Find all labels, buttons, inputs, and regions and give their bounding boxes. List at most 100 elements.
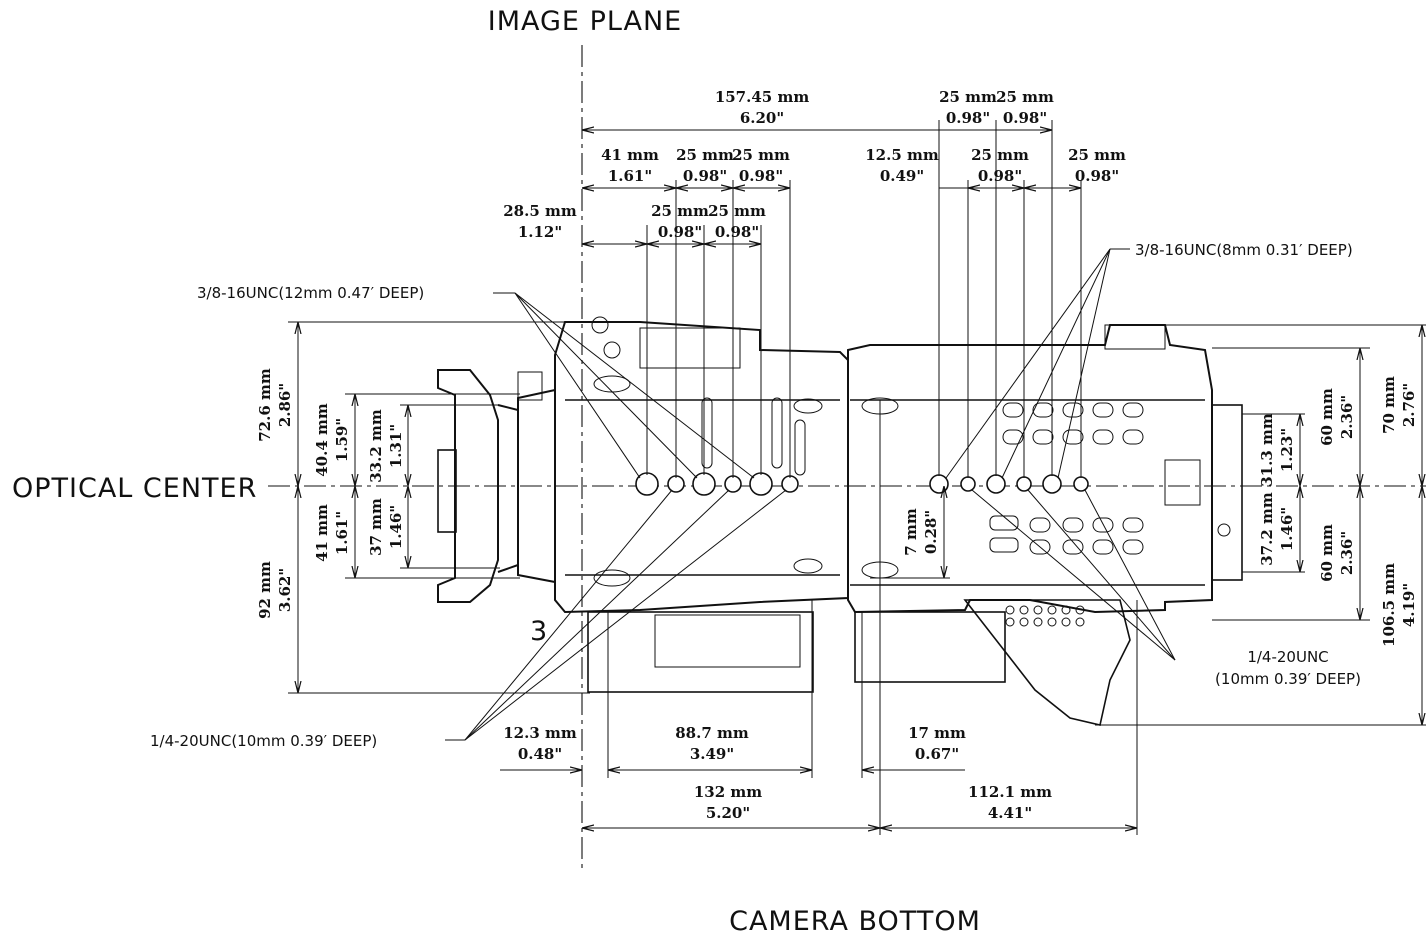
dim-72-mm: 72.6 mm: [256, 368, 274, 442]
dim-25d-in: 0.98": [715, 223, 759, 241]
camera-body: 3: [437, 316, 1243, 726]
dim-25d-mm: 25 mm: [708, 202, 766, 220]
dim-33-in: 1.31": [387, 424, 405, 468]
dim-7-in: 0.28": [922, 510, 940, 554]
slot-r1: [1002, 402, 1024, 418]
bh2: [1019, 605, 1029, 615]
dim-88-mm: 88.7 mm: [675, 724, 749, 742]
bh10: [1047, 617, 1057, 627]
dim-60a-in: 2.36": [1338, 395, 1356, 439]
hole-3-8-c: [749, 472, 773, 496]
dim-70-mm: 70 mm: [1380, 376, 1398, 434]
dim-112-1: 112.1 mm 4.41": [968, 783, 1052, 822]
slot-r9: [1092, 429, 1114, 445]
slot-r12: [1062, 517, 1084, 533]
side-bracket: [963, 599, 1131, 726]
dim-28-5: 28.5 mm 1.12": [503, 202, 577, 241]
dim-25f-mm: 25 mm: [1068, 146, 1126, 164]
dim-157: 157.45 mm 6.20": [715, 88, 810, 127]
dim-88-in: 3.49": [690, 745, 734, 763]
hole-1-4-e: [1016, 476, 1032, 492]
bh5: [1061, 605, 1071, 615]
slot-3: [794, 419, 806, 476]
slot-r18: [1122, 539, 1144, 555]
leader-tr-1: [945, 248, 1111, 479]
dim-40-4: 40.4 mm 1.59": [313, 403, 351, 477]
callout-bottom-right-2: (10mm 0.39′ DEEP): [1215, 670, 1361, 688]
slot-r3: [1062, 402, 1084, 418]
leader-tl-1: [514, 292, 641, 479]
slot-r15: [1029, 539, 1051, 555]
slot-r14: [1122, 517, 1144, 533]
dim-60b-in: 2.36": [1338, 531, 1356, 575]
dim-25e: 25 mm 0.98": [971, 146, 1029, 185]
callout-bottom-right-1: 1/4-20UNC: [1247, 648, 1328, 666]
dim-112-mm: 112.1 mm: [968, 783, 1052, 801]
dim-25c-in: 0.98": [658, 223, 702, 241]
dimension-lines: [298, 130, 1422, 828]
dim-88-7: 88.7 mm 3.49": [675, 724, 749, 763]
callout-top-left: 3/8-16UNC(12mm 0.47′ DEEP): [197, 284, 424, 302]
dim-7-mm: 7 mm: [902, 508, 920, 556]
eyepiece-ring: [497, 404, 519, 573]
bh7: [1005, 617, 1015, 627]
vent-2: [989, 537, 1019, 553]
dim-37-2: 37.2 mm 1.46": [1258, 492, 1296, 566]
leader-lines: [445, 248, 1176, 741]
slot-r4: [1092, 402, 1114, 418]
dim-25a: 25 mm 0.98": [676, 146, 734, 185]
leader-bl-1: [464, 489, 673, 741]
callout-top-right: 3/8-16UNC(8mm 0.31′ DEEP): [1135, 241, 1353, 259]
dim-28-mm: 28.5 mm: [503, 202, 577, 220]
leader-bl-2: [464, 489, 730, 741]
dim-33-2: 33.2 mm 1.31": [367, 409, 405, 483]
slot-r2: [1032, 402, 1054, 418]
rear-section: [847, 324, 1213, 614]
slot-r13: [1092, 517, 1114, 533]
dim-25a-mm: 25 mm: [676, 146, 734, 164]
leader-tl-3: [514, 292, 755, 479]
dim-25e-mm: 25 mm: [971, 146, 1029, 164]
dim-25c: 25 mm 0.98": [651, 202, 709, 241]
dim-37-2-in: 1.46": [1278, 507, 1296, 551]
oval-4: [793, 558, 823, 574]
image-plane-heading: IMAGE PLANE: [488, 6, 683, 37]
eyecup: [437, 369, 499, 603]
dim-25h-mm: 25 mm: [996, 88, 1054, 106]
viewfinder-knob: [517, 371, 543, 401]
dim-7: 7 mm 0.28": [902, 508, 940, 556]
rear-top-handle: [1104, 324, 1166, 350]
dim-25e-in: 0.98": [978, 167, 1022, 185]
front-section: [554, 321, 849, 614]
dim-72-6: 72.6 mm 2.86": [256, 368, 294, 442]
dim-31-3: 31.3 mm 1.23": [1258, 413, 1296, 487]
dim-31-mm: 31.3 mm: [1258, 413, 1276, 487]
hole-1-4-d: [960, 476, 976, 492]
rear-side-block: [1211, 404, 1243, 581]
bh12: [1075, 617, 1085, 627]
leader-br-1: [971, 489, 1176, 661]
dim-25g: 25 mm 0.98": [939, 88, 997, 127]
leader-tr-2: [1001, 248, 1111, 479]
oval-2: [593, 569, 631, 587]
dim-25b-mm: 25 mm: [732, 146, 790, 164]
hole-1-4-b: [724, 475, 742, 493]
dim-25g-mm: 25 mm: [939, 88, 997, 106]
dim-106-in: 4.19": [1400, 583, 1418, 627]
front-screw: [603, 341, 621, 359]
top-screw: [591, 316, 609, 334]
dim-37-in: 1.46": [387, 505, 405, 549]
dim-17: 17 mm 0.67": [908, 724, 966, 763]
front-top-grip: [639, 327, 741, 369]
rear-plate: [1164, 459, 1201, 506]
dim-12-5-mm: 12.5 mm: [865, 146, 939, 164]
dim-12-5-in: 0.49": [880, 167, 924, 185]
badge-number: 3: [530, 616, 548, 647]
bh4: [1047, 605, 1057, 615]
dim-17-in: 0.67": [915, 745, 959, 763]
dim-60a: 60 mm 2.36": [1318, 388, 1356, 446]
eyecup-glass: [437, 449, 457, 533]
hole-3-8-d: [929, 474, 949, 494]
slot-r7: [1032, 429, 1054, 445]
dim-40-mm: 40.4 mm: [313, 403, 331, 477]
